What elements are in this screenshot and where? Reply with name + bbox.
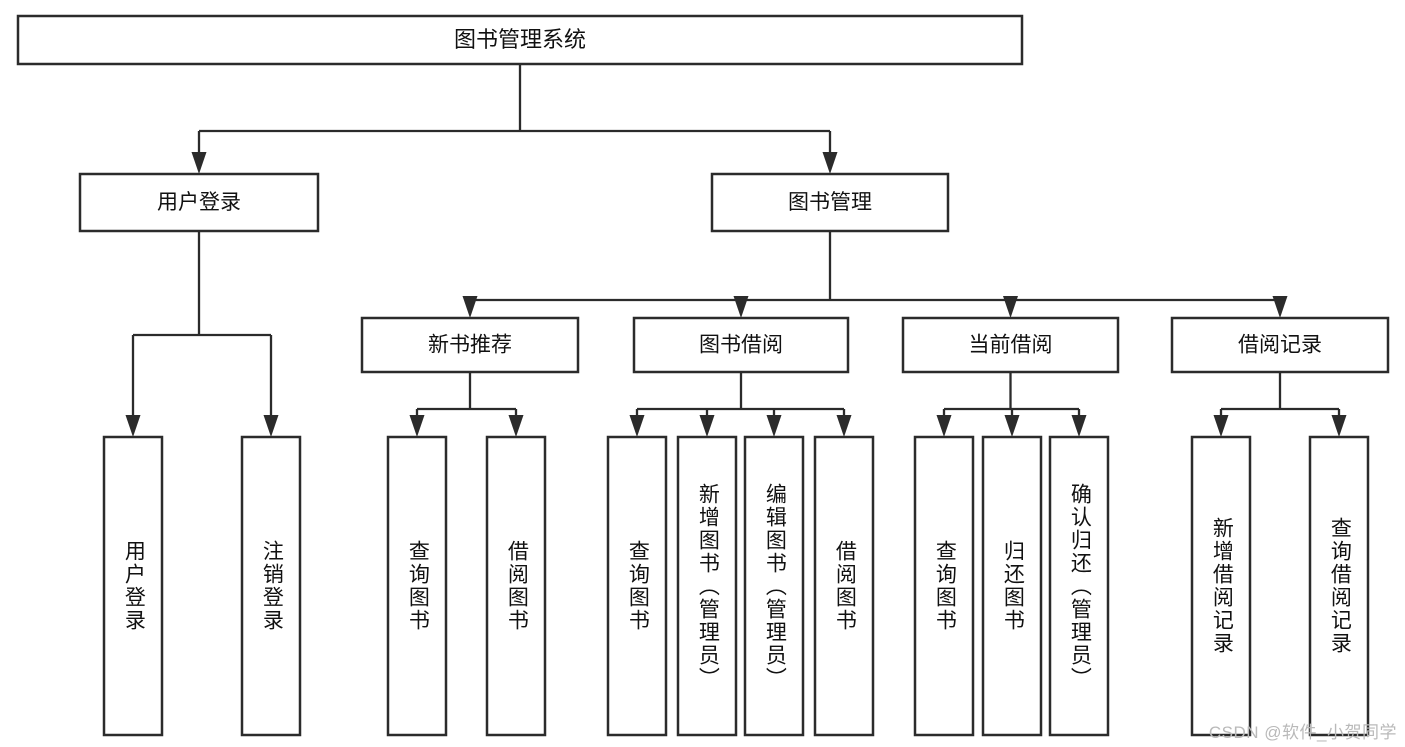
csdn-watermark: CSDN @软件_小贺同学 [1208,723,1397,742]
node-leaf-query-book-current[interactable] [913,435,975,737]
node-leaf-query-book-rec[interactable] [386,435,448,737]
node-box-current-borrow[interactable] [901,316,1120,374]
node-label-current-borrow: 当前借阅 [969,334,1053,357]
node-label-book-borrow: 图书借阅 [699,334,783,357]
edge-layer [125,64,1347,437]
node-leaf-borrow-book[interactable] [813,435,875,737]
node-box-user-login[interactable] [78,172,320,233]
node-box-leaf-query-book-rec[interactable] [386,435,448,737]
node-book-borrow[interactable] [632,316,850,374]
node-box-leaf-edit-book[interactable] [743,435,805,737]
node-leaf-edit-book[interactable] [743,435,805,737]
node-box-leaf-query-book-borrow[interactable] [606,435,668,737]
node-leaf-logout[interactable] [240,435,302,737]
node-box-leaf-return-book[interactable] [981,435,1043,737]
node-leaf-add-record[interactable] [1190,435,1252,737]
node-box-leaf-borrow-book[interactable] [813,435,875,737]
node-leaf-add-book[interactable] [676,435,738,737]
node-box-root[interactable] [16,14,1024,66]
node-box-book-borrow[interactable] [632,316,850,374]
node-leaf-user-login[interactable] [102,435,164,737]
node-box-book-manage[interactable] [710,172,950,233]
node-leaf-query-book-borrow[interactable] [606,435,668,737]
node-box-borrow-record[interactable] [1170,316,1390,374]
node-box-leaf-query-book-current[interactable] [913,435,975,737]
node-box-leaf-add-book[interactable] [676,435,738,737]
node-root[interactable] [16,14,1024,66]
node-label-new-book-rec: 新书推荐 [428,334,512,357]
node-leaf-return-book[interactable] [981,435,1043,737]
node-label-book-manage: 图书管理 [788,191,872,214]
node-label-root: 图书管理系统 [454,27,586,52]
node-box-new-book-rec[interactable] [360,316,580,374]
node-leaf-query-record[interactable] [1308,435,1370,737]
node-box-leaf-borrow-book-rec[interactable] [485,435,547,737]
node-current-borrow[interactable] [901,316,1120,374]
node-user-login[interactable] [78,172,320,233]
node-book-manage[interactable] [710,172,950,233]
node-leaf-borrow-book-rec[interactable] [485,435,547,737]
node-box-leaf-query-record[interactable] [1308,435,1370,737]
node-box-leaf-add-record[interactable] [1190,435,1252,737]
node-borrow-record[interactable] [1170,316,1390,374]
node-leaf-confirm-return[interactable] [1048,435,1110,737]
node-box-leaf-logout[interactable] [240,435,302,737]
node-box-leaf-confirm-return[interactable] [1048,435,1110,737]
node-label-borrow-record: 借阅记录 [1238,334,1322,357]
node-box-layer [16,14,1390,737]
node-new-book-rec[interactable] [360,316,580,374]
node-box-leaf-user-login[interactable] [102,435,164,737]
node-label-user-login: 用户登录 [157,191,241,214]
